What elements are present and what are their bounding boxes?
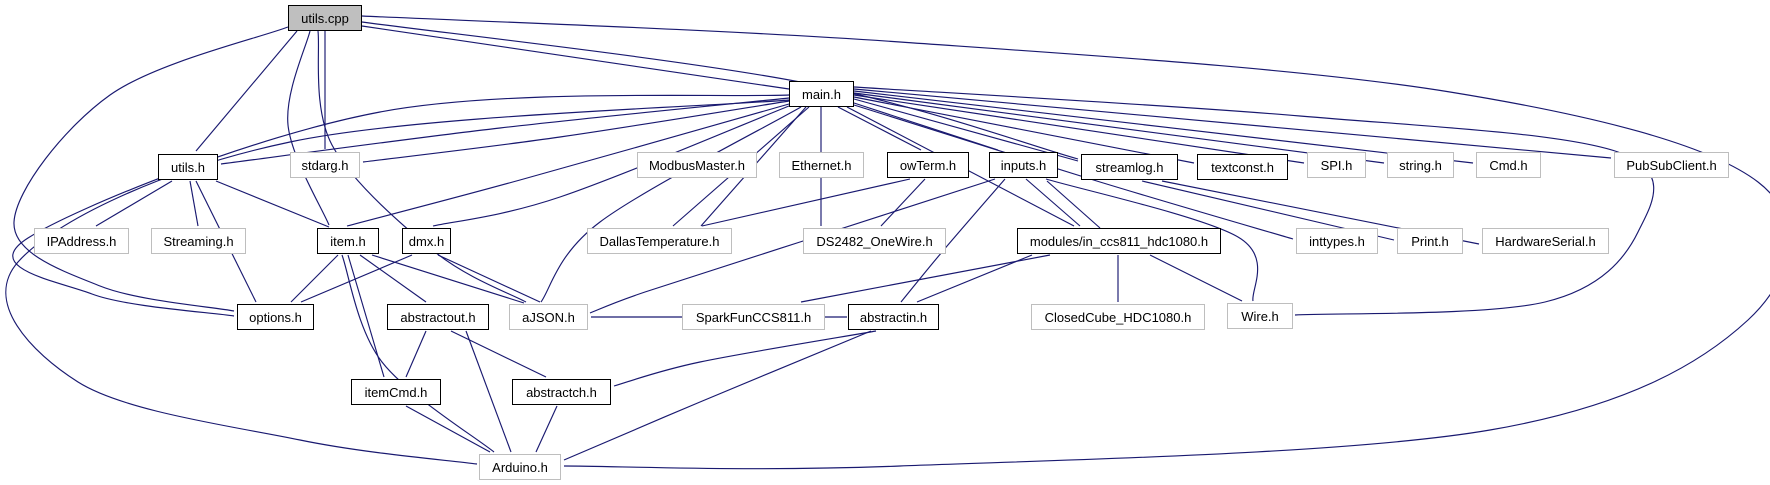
node-sparkfunccs811-h: SparkFunCCS811.h <box>682 304 825 330</box>
edge-main-h-to-spi-h <box>853 94 1305 164</box>
node-cmd-h: Cmd.h <box>1476 152 1541 178</box>
edge-utils-cpp-to-arduino-h <box>361 15 1770 470</box>
edge-utils-cpp-to-options-h <box>13 26 289 312</box>
edge-modules-in-ccs811-to-abstractin-h <box>916 254 1033 303</box>
edge-main-h-to-arduino-h <box>5 99 790 465</box>
node-utils-h[interactable]: utils.h <box>158 154 218 180</box>
edge-main-h-to-options-h <box>12 94 790 317</box>
edge-abstractch-h-to-arduino-h <box>535 405 558 453</box>
node-spi-h: SPI.h <box>1307 152 1366 178</box>
node-print-h: Print.h <box>1397 228 1463 254</box>
edge-itemcmd-h-to-arduino-h <box>405 405 491 453</box>
node-item-h[interactable]: item.h <box>317 228 379 254</box>
edge-modules-in-ccs811-to-wire-h <box>1149 254 1243 302</box>
node-string-h: string.h <box>1387 152 1454 178</box>
edge-dmx-h-to-options-h <box>300 254 413 303</box>
node-stdarg-h: stdarg.h <box>290 152 360 178</box>
node-main-h[interactable]: main.h <box>789 81 854 107</box>
node-wire-h: Wire.h <box>1227 303 1293 329</box>
edge-abstractout-h-to-abstractch-h <box>450 330 547 378</box>
node-abstractout-h[interactable]: abstractout.h <box>387 304 489 330</box>
edge-utils-cpp-to-main-h <box>361 25 790 90</box>
edge-inputs-h-to-wire-h <box>1045 178 1259 302</box>
node-ajson-h: aJSON.h <box>509 304 588 330</box>
edge-abstractin-h-to-abstractch-h <box>613 330 877 387</box>
edge-item-h-to-arduino-h <box>341 254 495 453</box>
node-options-h[interactable]: options.h <box>237 304 314 330</box>
edge-main-h-to-string-h <box>853 92 1385 164</box>
edge-utils-cpp-to-item-h <box>287 30 330 226</box>
edge-abstractout-h-to-itemcmd-h <box>405 330 427 378</box>
edge-main-h-to-streamlog-h <box>853 98 1079 162</box>
edge-utils-cpp-to-streamlog-h <box>361 21 1079 160</box>
edge-inputs-h-to-ajson-h <box>589 178 996 314</box>
node-inputs-h[interactable]: inputs.h <box>989 152 1058 178</box>
node-dmx-h[interactable]: dmx.h <box>402 228 451 254</box>
edge-item-h-to-itemcmd-h <box>347 254 385 378</box>
edge-utils-cpp-to-ajson-h <box>317 30 527 303</box>
edge-main-h-to-inputs-h <box>853 102 999 151</box>
edge-item-h-to-ajson-h <box>371 254 525 304</box>
node-pubsubclient-h: PubSubClient.h <box>1614 152 1729 178</box>
edge-utils-cpp-to-utils-h <box>195 30 298 152</box>
node-arduino-h: Arduino.h <box>479 454 561 480</box>
edge-utils-h-to-item-h <box>215 180 330 228</box>
node-modules-in-ccs811[interactable]: modules/in_ccs811_hdc1080.h <box>1017 228 1221 254</box>
node-inttypes-h: inttypes.h <box>1296 228 1378 254</box>
edge-main-h-to-dmx-h <box>432 105 790 227</box>
edge-modules-in-ccs811-to-inputs-h <box>1046 180 1101 229</box>
edge-dmx-h-to-ajson-h <box>437 254 541 303</box>
node-utils-cpp: utils.cpp <box>288 5 362 31</box>
edge-inputs-h-to-modules-in-ccs811 <box>1025 178 1081 227</box>
node-modbusmaster-h: ModbusMaster.h <box>637 152 757 178</box>
node-ethernet-h: Ethernet.h <box>779 152 864 178</box>
edge-main-h-to-stdarg-h <box>362 100 790 163</box>
edge-main-h-to-ajson-h <box>540 106 802 303</box>
node-dallastemperature-h: DallasTemperature.h <box>587 228 732 254</box>
edge-main-h-to-cmd-h <box>853 90 1474 164</box>
edge-main-h-to-inttypes-h <box>853 104 1294 240</box>
node-abstractch-h[interactable]: abstractch.h <box>512 379 611 405</box>
edge-utils-h-to-ipaddress-h <box>95 180 173 227</box>
edge-abstractout-h-to-arduino-h <box>465 330 512 453</box>
node-textconst-h[interactable]: textconst.h <box>1197 154 1288 180</box>
node-streaming-h: Streaming.h <box>151 228 246 254</box>
edge-item-h-to-options-h <box>290 254 339 303</box>
edge-main-h-to-textconst-h <box>853 96 1195 164</box>
node-ipaddress-h: IPAddress.h <box>34 228 129 254</box>
edge-modules-in-ccs811-to-sparkfunccs811-h <box>800 254 1051 303</box>
edge-main-h-to-owterm-h <box>837 106 922 151</box>
node-closedcube-hdc1080-h: ClosedCube_HDC1080.h <box>1031 304 1205 330</box>
node-owterm-h[interactable]: owTerm.h <box>887 152 969 178</box>
edge-owterm-h-to-dallastemperature-h <box>701 178 911 227</box>
edge-main-h-to-wire-h <box>853 86 1655 316</box>
node-abstractin-h[interactable]: abstractin.h <box>848 304 939 330</box>
node-hardwareserial-h: HardwareSerial.h <box>1482 228 1609 254</box>
edge-item-h-to-abstractout-h <box>359 254 427 303</box>
edge-abstractin-h-to-arduino-h <box>563 330 872 461</box>
node-ds2482-onewire-h: DS2482_OneWire.h <box>803 228 946 254</box>
node-streamlog-h[interactable]: streamlog.h <box>1081 154 1178 180</box>
edge-utils-h-to-streaming-h <box>189 180 199 227</box>
node-itemcmd-h[interactable]: itemCmd.h <box>351 379 441 405</box>
edge-owterm-h-to-ds2482-onewire-h <box>880 178 926 227</box>
edge-main-h-to-item-h <box>346 103 790 227</box>
edge-main-h-to-pubsubclient-h <box>853 88 1612 159</box>
